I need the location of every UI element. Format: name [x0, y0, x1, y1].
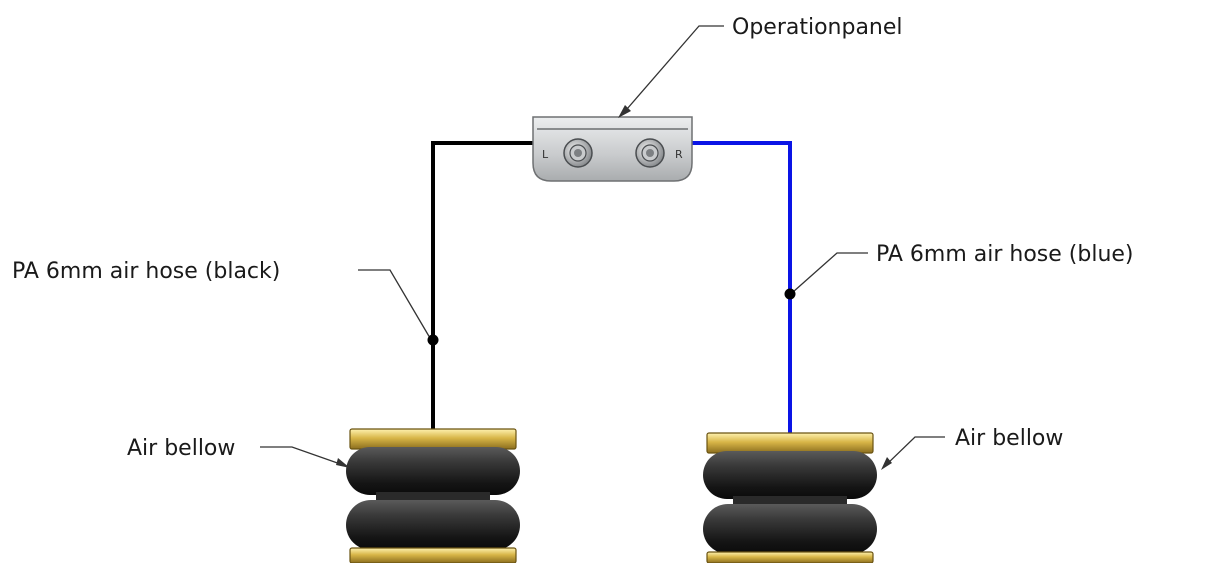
left-bellow-leader [260, 446, 350, 468]
blue-hose-label: PA 6mm air hose (blue) [876, 242, 1134, 267]
black-hose-label: PA 6mm air hose (black) [12, 259, 280, 284]
right-valve-knob [635, 138, 665, 168]
left-valve-knob [563, 138, 593, 168]
right-bellow-leader [881, 436, 945, 470]
right-port-mark: R [675, 148, 683, 161]
right-air-bellow [703, 432, 877, 563]
operation-panel: L R [532, 116, 693, 182]
black-hose-leader [358, 269, 439, 346]
blue-air-hose [691, 141, 792, 436]
operation-panel-label: Operationpanel [732, 15, 903, 40]
operation-panel-leader [618, 25, 724, 118]
left-port-mark: L [542, 148, 549, 161]
left-bellow-label: Air bellow [127, 436, 235, 461]
right-bellow-label: Air bellow [955, 426, 1063, 451]
blue-hose-leader [784, 252, 868, 300]
left-air-bellow [346, 428, 520, 563]
black-air-hose [431, 141, 534, 432]
